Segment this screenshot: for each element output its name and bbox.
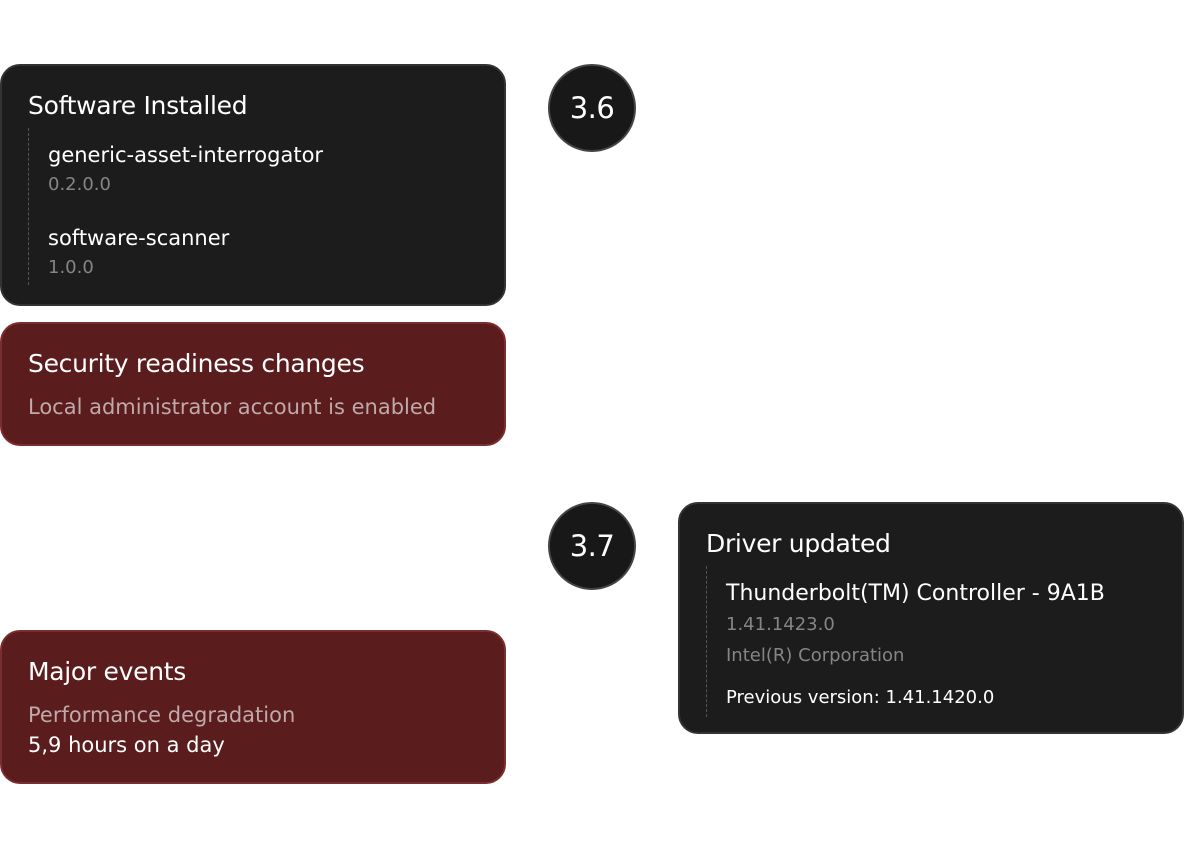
list-item: generic-asset-interrogator 0.2.0.0 bbox=[48, 141, 478, 198]
major-events-card: Major events Performance degradation 5,9… bbox=[0, 630, 506, 784]
driver-version: 1.41.1423.0 bbox=[726, 614, 835, 635]
card-title: Major events bbox=[28, 657, 186, 686]
software-name: generic-asset-interrogator bbox=[48, 143, 324, 167]
list-item: software-scanner 1.0.0 bbox=[48, 224, 478, 281]
software-installed-card: Software Installed generic-asset-interro… bbox=[0, 64, 506, 306]
event-detail: Performance degradation bbox=[28, 703, 296, 727]
driver-name: Thunderbolt(TM) Controller - 9A1B bbox=[726, 581, 1105, 606]
driver-vendor: Intel(R) Corporation bbox=[726, 645, 905, 666]
software-name: software-scanner bbox=[48, 226, 230, 250]
security-detail: Local administrator account is enabled bbox=[28, 395, 437, 419]
software-version: 1.0.0 bbox=[48, 257, 94, 278]
card-title: Software Installed bbox=[28, 91, 248, 120]
driver-updated-card: Driver updated Thunderbolt(TM) Controlle… bbox=[678, 502, 1184, 734]
card-title: Security readiness changes bbox=[28, 349, 365, 378]
security-readiness-card: Security readiness changes Local adminis… bbox=[0, 322, 506, 446]
previous-version: Previous version: 1.41.1420.0 bbox=[726, 687, 995, 708]
step-badge: 3.6 bbox=[548, 64, 636, 152]
step-badge: 3.7 bbox=[548, 502, 636, 590]
software-list: generic-asset-interrogator 0.2.0.0 softw… bbox=[28, 128, 478, 285]
driver-details: Thunderbolt(TM) Controller - 9A1B 1.41.1… bbox=[706, 566, 1156, 717]
event-value: 5,9 hours on a day bbox=[28, 733, 225, 757]
card-title: Driver updated bbox=[706, 529, 891, 558]
software-version: 0.2.0.0 bbox=[48, 174, 111, 195]
